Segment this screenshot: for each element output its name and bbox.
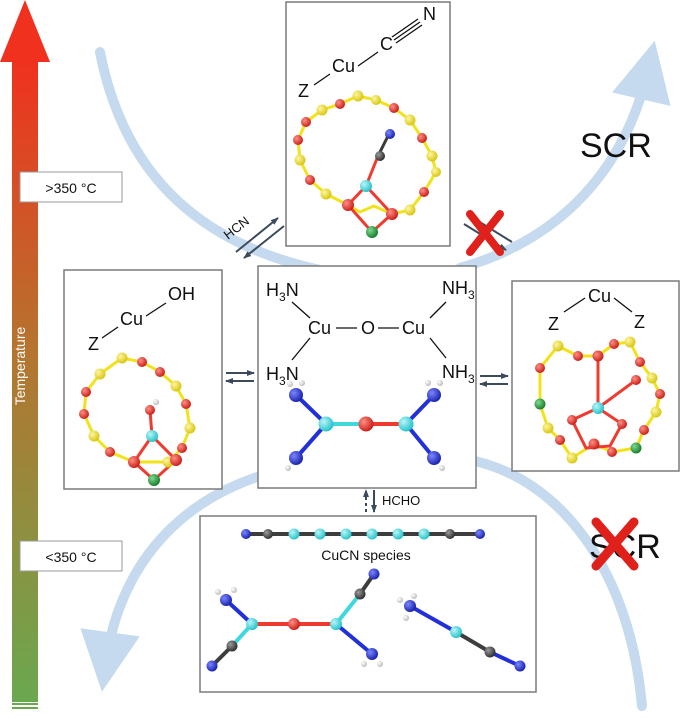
cuoh-formula: Z Cu OH — [88, 284, 195, 354]
high-temp-tag: >350 °C — [19, 171, 123, 203]
low-temp-label: <350 °C — [45, 549, 96, 565]
zeolite-z-label: Z — [634, 312, 645, 332]
scr-cross-icon — [591, 517, 639, 571]
low-temp-in-arrow — [465, 455, 647, 711]
cucn-species-label: CuCN species — [321, 547, 410, 563]
cu-paired-zeolite-model — [534, 336, 665, 464]
low-temp-tag: <350 °C — [19, 540, 123, 572]
copper-left-label: Cu — [308, 318, 331, 338]
zeolite-z-label: Z — [548, 314, 559, 334]
zeolite-z-label: Z — [298, 81, 309, 101]
nh3-bottom-right: NH3 — [442, 362, 475, 386]
cucn-zeolite-box: Z Cu C N — [285, 1, 451, 247]
cucn-formula: Z Cu C N — [298, 4, 436, 101]
high-temp-label: >350 °C — [45, 180, 96, 196]
hydroxyl-label: OH — [168, 284, 195, 304]
zeolite-z-label: Z — [88, 334, 99, 354]
cuoh-zeolite-box: Z Cu OH — [63, 269, 223, 490]
high-temp-out-arrow — [455, 40, 671, 273]
dicopper-formula: H3N NH3 Cu O Cu H3N NH3 — [266, 278, 475, 388]
cu-z2-formula: Cu Z Z — [548, 286, 645, 334]
cuoh-zeolite-model — [79, 352, 196, 486]
hcho-label: HCHO — [382, 493, 420, 508]
dicopper-oxo-box: H3N NH3 Cu O Cu H3N NH3 — [257, 265, 477, 489]
temperature-bar: Temperature >350 °C <350 °C — [0, 0, 123, 709]
oxo-bridged-cucn-model — [206, 568, 383, 672]
carbon-label: C — [380, 34, 393, 54]
copper-label: Cu — [588, 286, 611, 306]
cu-paired-zeolite-box: Cu Z Z — [511, 280, 680, 472]
high-temp-in-arrow — [95, 47, 325, 275]
h3n-bottom-left: H3N — [266, 364, 299, 388]
nitrogen-label: N — [423, 4, 436, 24]
cucn-zeolite-model — [293, 90, 441, 238]
copper-right-label: Cu — [402, 318, 425, 338]
amine-cucn-model — [397, 593, 526, 672]
scr-active-label: SCR — [580, 127, 652, 165]
hcn-forward-arrow — [235, 217, 279, 253]
blocked-equilibrium-cross-icon — [466, 210, 504, 256]
dicopper-model — [285, 380, 445, 471]
temperature-axis-label: Temperature — [12, 326, 28, 405]
bridging-oxygen-label: O — [361, 318, 375, 338]
h3n-top-left: H3N — [266, 280, 299, 304]
copper-label: Cu — [120, 309, 143, 329]
temperature-arrow-head — [0, 0, 50, 62]
copper-label: Cu — [332, 56, 355, 76]
linear-cucn-chain — [241, 528, 485, 540]
cucn-species-box: CuCN species — [199, 515, 537, 693]
nh3-top-right: NH3 — [442, 278, 475, 302]
hcn-reverse-arrow — [243, 225, 285, 259]
